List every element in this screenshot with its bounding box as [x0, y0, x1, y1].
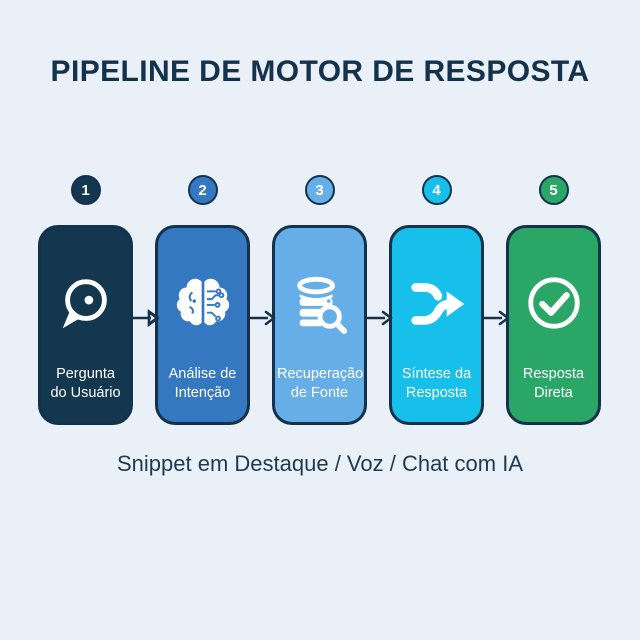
step-answer-synthesis: 4 Síntese da Resposta: [389, 175, 484, 425]
step-label: Síntese da Resposta: [401, 365, 472, 402]
step-number-badge: 5: [538, 175, 569, 205]
pipeline-steps: 1 Pergunta do Usuário 2: [38, 175, 601, 425]
step-label: Pergunta do Usuário: [50, 365, 121, 402]
step-label: Recuperação de Fonte: [277, 365, 364, 402]
step-intent-analysis: 2: [155, 175, 250, 425]
chat-bubble-icon: [55, 272, 117, 334]
flow-arrow-icon: [246, 309, 276, 327]
database-search-icon: [289, 272, 351, 334]
step-number-badge: 2: [187, 175, 218, 205]
output-formats-caption: Snippet em Destaque / Voz / Chat com IA: [117, 451, 523, 476]
merge-arrows-icon: [406, 272, 468, 334]
step-number-badge: 3: [304, 175, 335, 205]
flow-arrow-icon: [363, 309, 393, 327]
card-direct-answer: Resposta Direta: [506, 225, 601, 425]
card-intent-analysis: Análise de Intenção: [155, 225, 250, 425]
card-source-retrieval: Recuperação de Fonte: [272, 225, 367, 425]
step-direct-answer: 5 Resposta Direta: [506, 175, 601, 425]
card-user-question: Pergunta do Usuário: [38, 225, 133, 425]
step-number-badge: 4: [421, 175, 452, 205]
step-label: Resposta Direta: [522, 365, 585, 402]
check-circle-icon: [523, 272, 585, 334]
step-user-question: 1 Pergunta do Usuário: [38, 175, 133, 425]
flow-arrow-icon: [129, 309, 159, 327]
step-label: Análise de Intenção: [168, 365, 237, 402]
step-number-badge: 1: [70, 175, 101, 205]
brain-circuit-icon: [172, 272, 234, 334]
page-title: PIPELINE DE MOTOR DE RESPOSTA: [50, 55, 590, 88]
step-source-retrieval: 3 Recuperação de Fon: [272, 175, 367, 425]
card-answer-synthesis: Síntese da Resposta: [389, 225, 484, 425]
flow-arrow-icon: [480, 309, 510, 327]
